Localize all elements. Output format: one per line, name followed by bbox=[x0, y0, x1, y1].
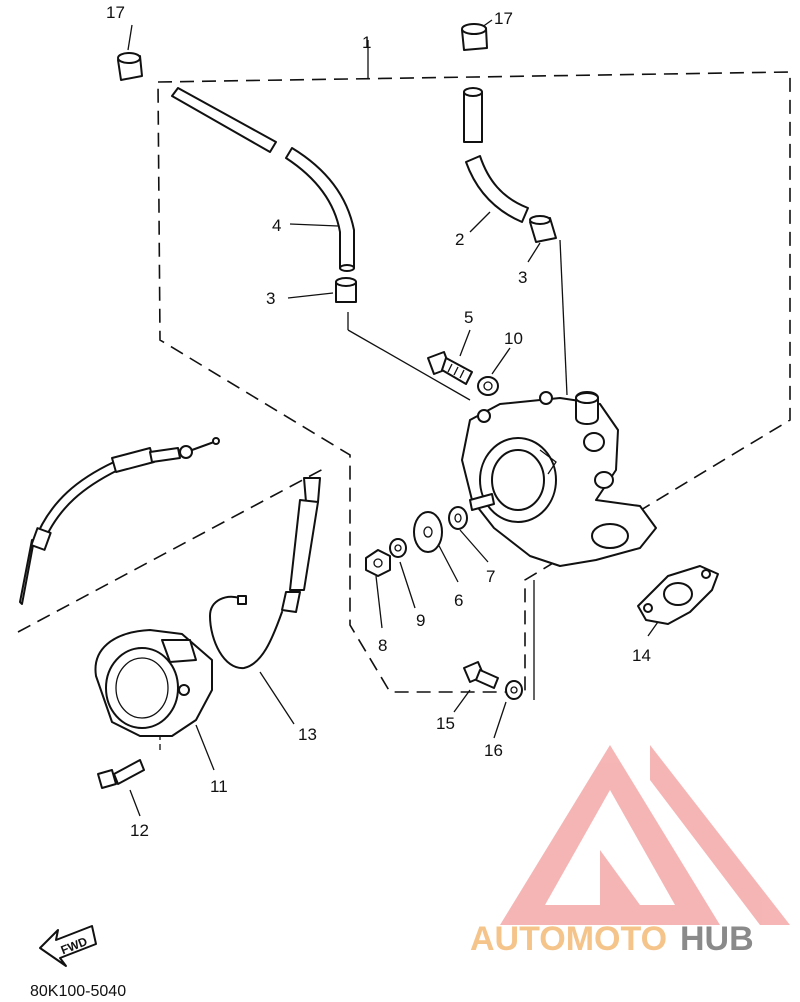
svg-text:AUTOMOTO: AUTOMOTO bbox=[470, 920, 667, 958]
part-17-left-cap bbox=[117, 52, 143, 81]
callout-17-left: 17 bbox=[106, 3, 125, 22]
callout-17-right: 17 bbox=[494, 9, 513, 28]
callout-labels: 1 17 17 4 3 2 3 5 10 6 7 9 8 14 15 16 13… bbox=[106, 3, 651, 840]
callout-4: 4 bbox=[272, 216, 281, 235]
part-3-collar-right bbox=[529, 215, 557, 243]
part-15-bolt bbox=[463, 661, 499, 689]
callout-13: 13 bbox=[298, 725, 317, 744]
part-11-cover bbox=[94, 629, 213, 737]
part-13-cable bbox=[209, 477, 321, 670]
part-3-collar-left bbox=[335, 277, 357, 303]
part-5-bolt bbox=[427, 351, 473, 385]
callout-16: 16 bbox=[484, 741, 503, 760]
part-8-nut bbox=[365, 549, 391, 577]
callout-15: 15 bbox=[436, 714, 455, 733]
part-4-hose bbox=[171, 87, 355, 272]
callout-2: 2 bbox=[455, 230, 464, 249]
callout-8: 8 bbox=[378, 636, 387, 655]
assembly-boundary-dashed bbox=[157, 71, 791, 693]
callout-11: 11 bbox=[210, 777, 228, 796]
part-17-right-cap bbox=[461, 23, 488, 51]
oil-pump-body bbox=[461, 391, 657, 567]
oil-pump-cable bbox=[19, 437, 220, 605]
watermark-logo bbox=[500, 745, 790, 925]
callout-3-left: 3 bbox=[266, 289, 275, 308]
callout-12: 12 bbox=[130, 821, 149, 840]
callout-1: 1 bbox=[362, 33, 371, 52]
part-10-washer bbox=[477, 376, 499, 396]
watermark-text: AUTOMOTO HUB bbox=[470, 920, 754, 958]
callout-10: 10 bbox=[504, 329, 523, 348]
part-9-lock-washer bbox=[389, 538, 407, 558]
part-12-screw bbox=[97, 759, 145, 789]
part-2-hose bbox=[463, 87, 529, 223]
callout-7: 7 bbox=[486, 567, 495, 586]
cable-boundary-dashed bbox=[17, 467, 326, 633]
diagram-code: 80K100-5040 bbox=[30, 983, 126, 1000]
fwd-arrow-icon: FWD bbox=[39, 925, 97, 967]
callout-9: 9 bbox=[416, 611, 425, 630]
callout-6: 6 bbox=[454, 591, 463, 610]
leader-lines bbox=[127, 19, 666, 817]
part-16-washer bbox=[505, 680, 523, 700]
part-7-washer bbox=[448, 506, 468, 530]
part-6-plate bbox=[413, 511, 443, 553]
callout-3-right: 3 bbox=[518, 268, 527, 287]
svg-text:HUB: HUB bbox=[680, 920, 754, 958]
callout-14: 14 bbox=[632, 646, 651, 665]
callout-5: 5 bbox=[464, 308, 473, 327]
part-14-gasket bbox=[637, 565, 719, 625]
